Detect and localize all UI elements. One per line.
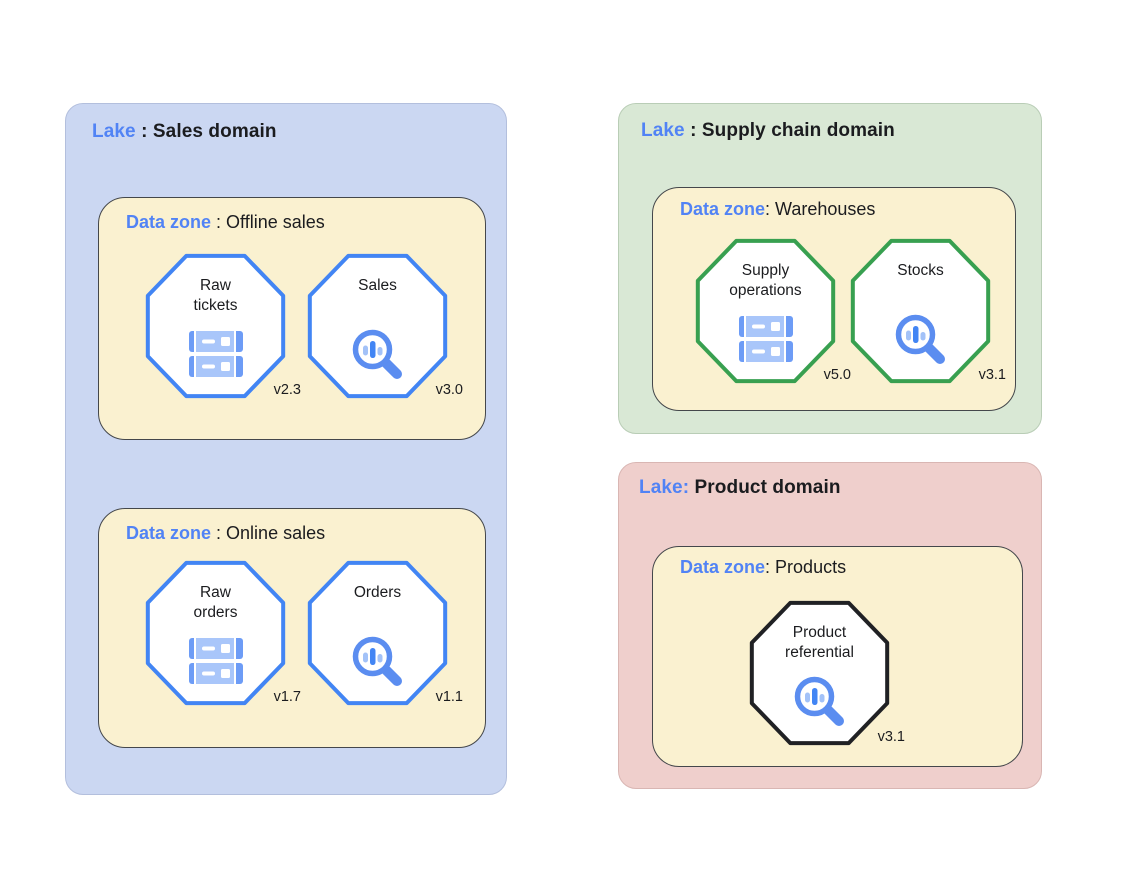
- lake-keyword: Lake: [92, 121, 136, 142]
- octagon-shape: [307, 253, 448, 399]
- lake-name: Sales domain: [152, 121, 277, 142]
- node-label: Raw orders: [193, 584, 238, 622]
- octagon-shape: [695, 238, 836, 384]
- lake-title: Lake : Supply chain domain: [641, 120, 895, 142]
- node-sales: Sales v3.0: [307, 253, 463, 399]
- node-label: Stocks: [897, 262, 944, 279]
- zone-keyword: Data zone: [680, 557, 766, 577]
- title-separator: :: [765, 199, 776, 219]
- node-label: Sales: [358, 277, 397, 294]
- node-product-referential: Product referential v3.1: [749, 600, 905, 746]
- title-separator: :: [765, 557, 776, 577]
- version-label: v3.1: [978, 367, 1006, 383]
- storage-icon: [738, 316, 793, 363]
- title-separator: :: [211, 523, 227, 543]
- lake-title: Lake: Product domain: [639, 477, 841, 499]
- octagon-shape: [749, 600, 890, 746]
- storage-icon: [188, 638, 243, 685]
- version-label: v3.0: [435, 382, 463, 398]
- node-stocks: Stocks v3.1: [850, 238, 1006, 384]
- version-label: v1.7: [273, 689, 301, 705]
- lake-keyword: Lake:: [639, 477, 690, 498]
- search-analytics-icon: [352, 329, 402, 380]
- node-supply-operations: Supply operations v5.0: [695, 238, 851, 384]
- octagon-shape: [850, 238, 991, 384]
- zone-title: Data zone: Warehouses: [680, 199, 875, 220]
- node-raw-tickets: Raw tickets v2.3: [145, 253, 301, 399]
- zone-name: Warehouses: [775, 199, 876, 219]
- zone-products: Data zone: Products Product referential …: [652, 546, 1023, 767]
- zone-keyword: Data zone: [126, 523, 212, 543]
- lake-name: Product domain: [694, 477, 841, 498]
- search-analytics-icon: [352, 636, 402, 687]
- version-label: v3.1: [877, 729, 905, 745]
- search-analytics-icon: [794, 676, 844, 727]
- lake-name: Supply chain domain: [701, 120, 895, 141]
- zone-name: Online sales: [226, 523, 326, 543]
- zone-title: Data zone: Products: [680, 557, 846, 578]
- title-separator: :: [211, 212, 227, 232]
- node-label: Raw tickets: [193, 277, 238, 315]
- node-label: Supply operations: [729, 262, 802, 300]
- storage-icon: [188, 331, 243, 378]
- lake-product-domain: Lake: Product domain Data zone: Products…: [618, 462, 1042, 789]
- node-raw-orders: Raw orders v1.7: [145, 560, 301, 706]
- zone-warehouses: Data zone: Warehouses Supply operations …: [652, 187, 1016, 411]
- zone-title: Data zone : Offline sales: [126, 212, 325, 233]
- title-separator: :: [135, 121, 153, 142]
- search-analytics-icon: [895, 314, 945, 365]
- node-label: Orders: [353, 584, 402, 601]
- zone-online-sales: Data zone : Online sales Raw orders v1.7…: [98, 508, 486, 748]
- zone-name: Products: [775, 557, 847, 577]
- zone-title: Data zone : Online sales: [126, 523, 325, 544]
- node-label: Product referential: [785, 624, 854, 662]
- zone-keyword: Data zone: [680, 199, 766, 219]
- zone-keyword: Data zone: [126, 212, 212, 232]
- octagon-shape: [145, 560, 286, 706]
- octagon-shape: [145, 253, 286, 399]
- version-label: v2.3: [273, 382, 301, 398]
- zone-offline-sales: Data zone : Offline sales Raw tickets v2…: [98, 197, 486, 440]
- zone-name: Offline sales: [226, 212, 325, 232]
- lake-title: Lake : Sales domain: [92, 121, 277, 143]
- version-label: v1.1: [435, 689, 463, 705]
- node-orders: Orders v1.1: [307, 560, 463, 706]
- octagon-shape: [307, 560, 448, 706]
- version-label: v5.0: [823, 367, 851, 383]
- lake-keyword: Lake: [641, 120, 685, 141]
- lake-sales-domain: Lake : Sales domain Data zone : Offline …: [65, 103, 507, 795]
- title-separator: :: [684, 120, 702, 141]
- lake-supply-chain-domain: Lake : Supply chain domain Data zone: Wa…: [618, 103, 1042, 434]
